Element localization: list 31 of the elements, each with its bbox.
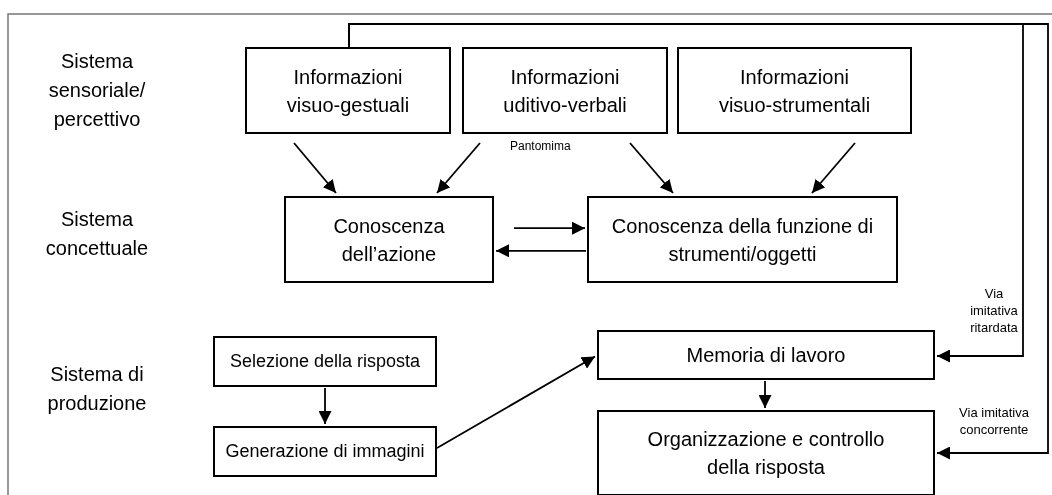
arrow <box>436 142 481 194</box>
arrow <box>436 355 596 449</box>
process-box <box>213 426 437 477</box>
box-text: Informazioni visuo-gestuali <box>285 64 411 118</box>
arrow <box>318 387 332 425</box>
process-box <box>597 330 935 380</box>
box-text: Informazioni uditivo-verbali <box>502 64 628 118</box>
box-text: Conoscenza della funzione di strumenti/oggetti <box>610 213 875 267</box>
row-label: Sistema concettuale <box>44 207 150 261</box>
box-text: Memoria di lavoro <box>686 343 846 368</box>
arrow <box>293 142 337 194</box>
arrow <box>629 142 674 194</box>
row-label: Sistema sensoriale/ percettivo <box>47 49 147 132</box>
row-label: Sistema di produzione <box>46 362 148 416</box>
arrow <box>758 380 772 409</box>
process-box <box>587 196 898 283</box>
box-text: Generazione di immagini <box>225 439 425 463</box>
arrow <box>495 244 587 258</box>
arrow <box>811 142 856 194</box>
process-box <box>597 410 935 495</box>
process-box <box>245 47 451 134</box>
box-text: Conoscenza dell’azione <box>332 213 446 267</box>
process-box <box>284 196 494 283</box>
arrow <box>348 23 1049 460</box>
process-box <box>213 336 437 387</box>
box-text: Selezione della risposta <box>229 349 421 373</box>
process-box <box>462 47 668 134</box>
box-text: Organizzazione e controllo della risposta <box>646 427 886 480</box>
box-text: Informazioni visuo-strumentali <box>717 64 872 118</box>
arrow <box>513 221 586 235</box>
process-box <box>677 47 912 134</box>
